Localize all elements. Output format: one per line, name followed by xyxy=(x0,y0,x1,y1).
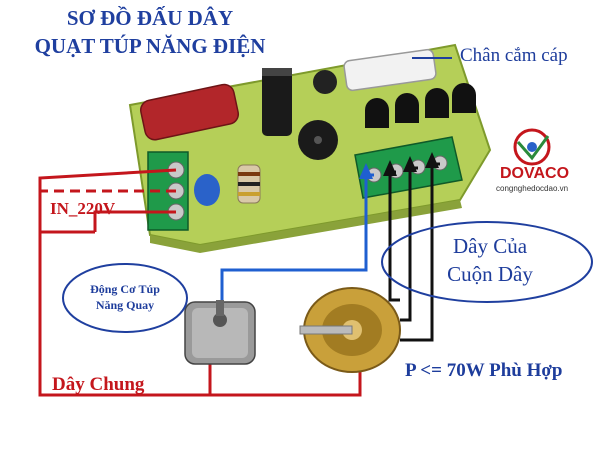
small-capacitor xyxy=(313,70,337,94)
fan-motor xyxy=(299,287,401,373)
dovaco-logo xyxy=(513,128,551,166)
motor-label-line-2: Năng Quay xyxy=(95,298,155,312)
buzzer xyxy=(298,120,338,160)
connector-label: Chân cắm cáp xyxy=(460,45,568,66)
film-capacitor xyxy=(140,83,240,141)
power-label: P <= 70W Phù Hợp xyxy=(405,360,563,381)
common-wire-label: Dây Chung xyxy=(52,374,145,395)
wire-arrows xyxy=(359,152,439,179)
motor-label-line-1: Động Cơ Túp xyxy=(90,282,160,296)
motor-label-bubble xyxy=(62,263,188,333)
brand-name: DOVACO xyxy=(500,165,570,182)
title-line-1: SƠ ĐỒ ĐẤU DÂY xyxy=(66,6,234,30)
oscillating-motor xyxy=(184,300,256,365)
coil-label-bubble xyxy=(381,221,593,303)
transistors xyxy=(365,83,476,128)
cable-connector xyxy=(343,48,437,92)
red-wires xyxy=(38,168,362,397)
title-line-2: QUẠT TÚP NĂNG ĐIỆN xyxy=(34,34,266,58)
electrolytic-capacitor xyxy=(262,68,292,136)
blue-capacitor xyxy=(194,174,220,206)
coil-label-line-2: Cuộn Dây xyxy=(447,262,533,286)
resistor xyxy=(237,164,261,204)
input-label: IN_220V xyxy=(50,199,116,218)
brand-site: congnghedocdao.vn xyxy=(496,184,569,193)
coil-label-line-1: Dây Của xyxy=(452,234,528,258)
